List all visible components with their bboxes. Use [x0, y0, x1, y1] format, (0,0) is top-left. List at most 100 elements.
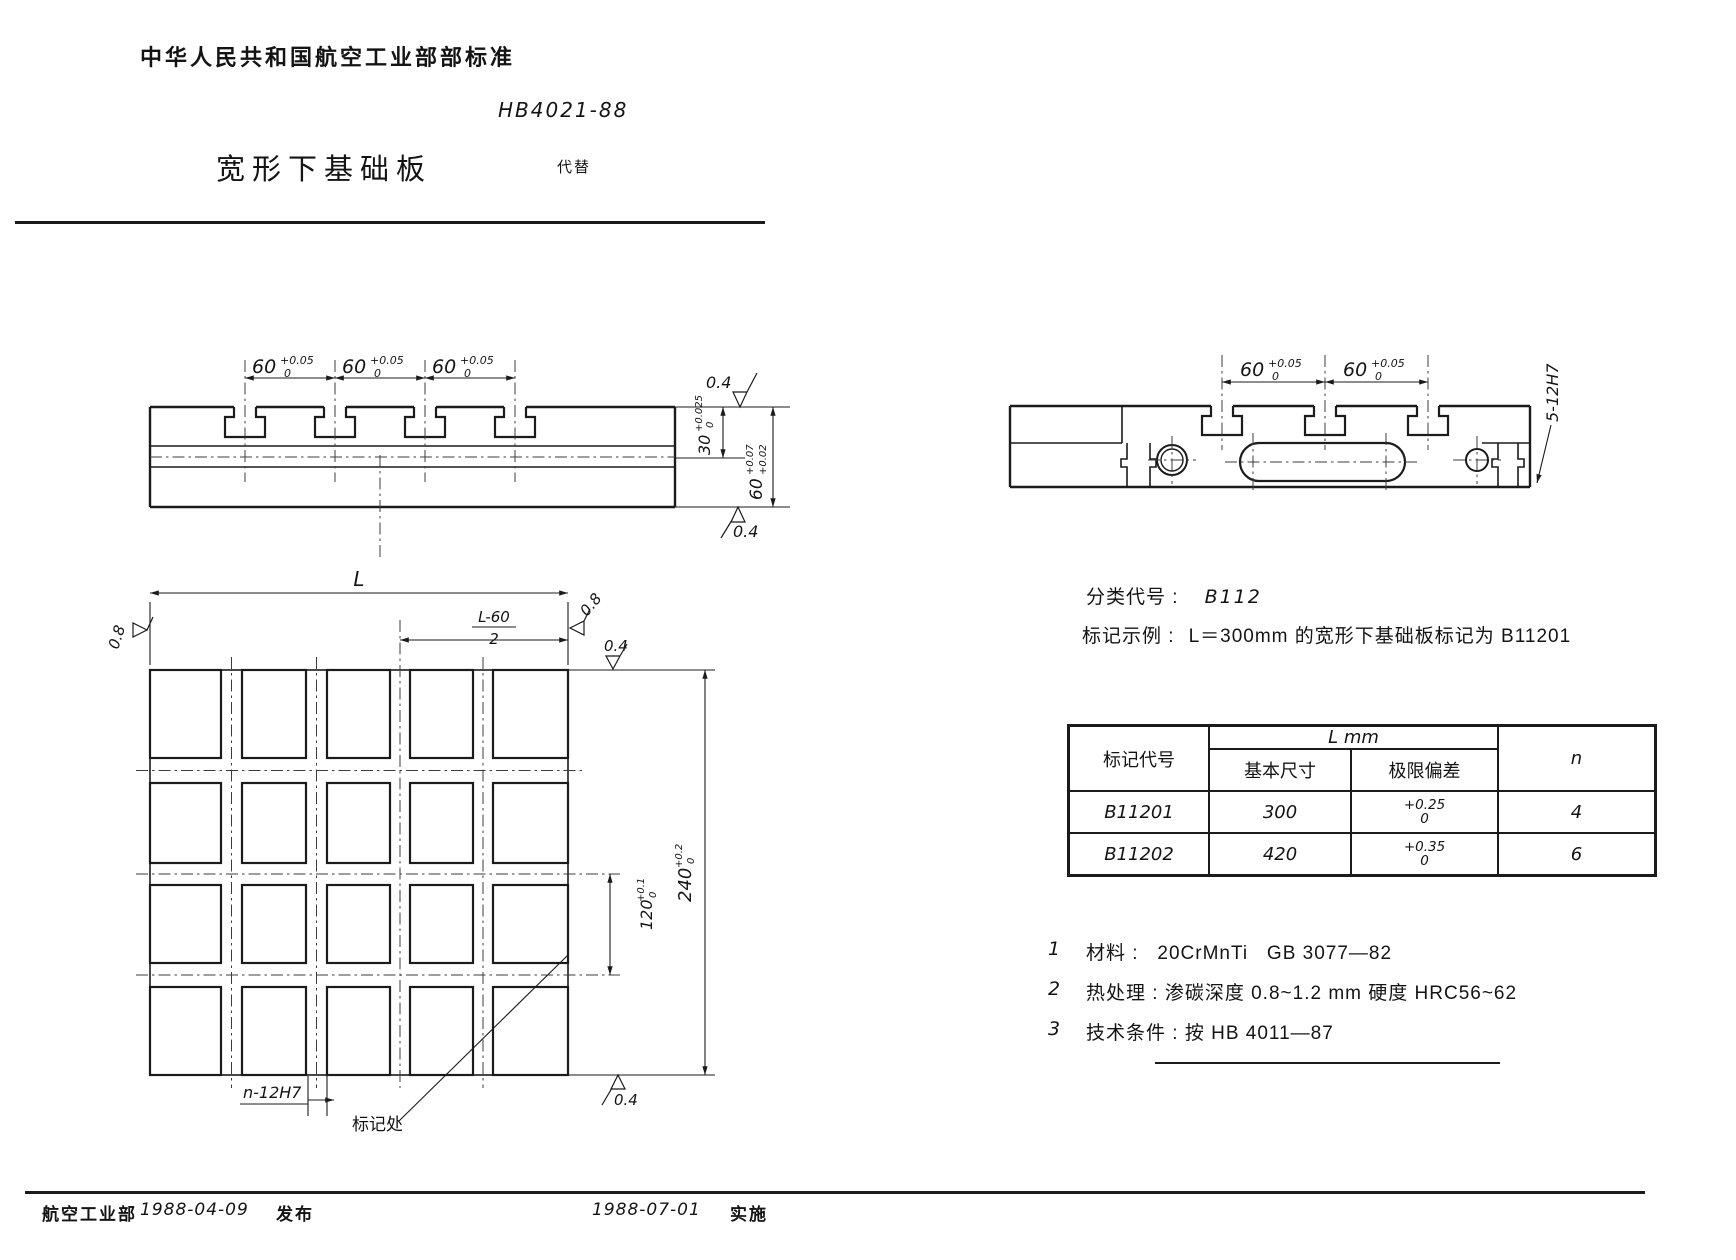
tol-upper: +0.35 [1403, 838, 1446, 855]
cell-code: B11202 [1067, 832, 1210, 877]
dim-upper-tol: +0.025 [694, 395, 705, 432]
footer-implement-date: 1988-07-01 [592, 1200, 701, 1220]
roughness-triangle-icon [132, 616, 154, 638]
plate-outline [149, 669, 569, 1076]
dim-value: 120 [637, 899, 656, 930]
dimension-lines [149, 590, 715, 1122]
roughness-bottom-symbol: 0.4 [720, 505, 758, 541]
dim-value: 60 [342, 356, 366, 378]
dim-value: 30 [695, 435, 714, 455]
dim-upper-tol: +0.05 [370, 354, 404, 367]
length-dim-label: L [353, 567, 364, 591]
half-length-dim: L-60 2 [472, 608, 516, 648]
note-number: 3 [1048, 1018, 1061, 1040]
notes-block: 1 材料 : 20CrMnTi GB 3077—82 2 热处理 : 渗碳深度 … [1048, 938, 1517, 1058]
dimension-lines [1222, 379, 1552, 484]
centerlines [1221, 355, 1429, 450]
centerlines [136, 620, 620, 1088]
roughness-value: 0.4 [604, 637, 628, 655]
dim-value: 60 [252, 356, 276, 378]
tol-lower: 0 [1420, 853, 1429, 869]
supersedes-label: 代替 [557, 159, 592, 176]
dim-lower-tol: 0 [464, 367, 471, 380]
dim-value: 60 [1343, 359, 1367, 381]
slot-pitch-dim-3: 60 +0.05 0 [432, 354, 494, 380]
dim-value: 60 [1240, 359, 1264, 381]
dim-lower-tol: 0 [284, 367, 291, 380]
roughness-value: 0.8 [576, 590, 605, 620]
roughness-value: 0.4 [706, 373, 731, 392]
dim-value: 240 [675, 868, 696, 902]
roughness-value: 0.4 [614, 1091, 638, 1109]
dim-lower-tol: 0 [686, 858, 697, 864]
cell-n: 4 [1497, 790, 1657, 834]
dim-upper-tol: +0.1 [636, 878, 647, 902]
dim-value: 60 [747, 478, 767, 500]
plan-view-drawing: L L-60 2 0.8 0.8 0.4 0.4 240 +0.2 0 120 [105, 567, 715, 1135]
footer-issue-label: 发布 [276, 1205, 314, 1224]
dim-upper-tol: +0.07 [745, 444, 756, 475]
classification-value: B112 [1204, 586, 1262, 608]
table-header-L: L mm [1208, 724, 1499, 750]
note-text: 技术条件 : 按 HB 4011—87 [1086, 1023, 1334, 1044]
hole-circle [1465, 448, 1489, 472]
table-header-basic: 基本尺寸 [1208, 748, 1352, 792]
dimension-lines [245, 375, 790, 508]
standard-code: HB4021-88 [498, 98, 629, 122]
page-title: 宽形下基础板 [216, 154, 433, 186]
roughness-triangle-icon [732, 372, 758, 409]
table-header-tolerance: 极限偏差 [1350, 748, 1499, 792]
classification-label: 分类代号 : [1086, 587, 1179, 608]
roughness-right-symbol: 0.8 [568, 590, 605, 636]
width-dim: 240 +0.2 0 [674, 844, 697, 902]
note-number: 1 [1048, 938, 1061, 960]
fraction-numerator: L-60 [478, 608, 510, 626]
dim-lower-tol: +0.02 [758, 444, 769, 475]
standard-org-title: 中华人民共和国航空工业部部标准 [140, 45, 516, 70]
holes-count-label: 5-12H7 [1543, 363, 1562, 422]
cell-basic: 300 [1208, 790, 1352, 834]
holes-and-slot [1148, 433, 1501, 491]
dim-upper-tol: +0.05 [280, 354, 314, 367]
note-item: 3 技术条件 : 按 HB 4011—87 [1048, 1018, 1517, 1045]
note-number: 2 [1048, 978, 1061, 1000]
tol-lower: 0 [1420, 811, 1429, 827]
marking-example-row: 标记示例 :L＝300mm 的宽形下基础板标记为 B11201 [1082, 621, 1571, 648]
roughness-value: 0.8 [105, 623, 129, 651]
dim-upper-tol: +0.05 [1371, 357, 1405, 370]
roughness-value: 0.4 [733, 522, 758, 541]
plate-outline [148, 405, 677, 509]
dim-value: 60 [432, 356, 456, 378]
pitch-dim: 120 +0.1 0 [636, 878, 659, 930]
roughness-top-symbol: 0.4 [706, 372, 758, 409]
note-item: 2 热处理 : 渗碳深度 0.8~1.2 mm 硬度 HRC56~62 [1048, 978, 1517, 1005]
slot-pitch-dim-1: 60 +0.05 0 [1240, 357, 1302, 383]
roughness-triangle-icon [604, 643, 628, 671]
plate-outline [1008, 404, 1532, 489]
roughness-bottom-symbol: 0.4 [601, 1073, 638, 1109]
dim-upper-tol: +0.2 [674, 844, 685, 868]
tol-upper: +0.25 [1403, 796, 1446, 813]
dim-upper-tol: +0.05 [1268, 357, 1302, 370]
note-text: 材料 : 20CrMnTi GB 3077—82 [1086, 943, 1393, 964]
note-text: 热处理 : 渗碳深度 0.8~1.2 mm 硬度 HRC56~62 [1086, 983, 1518, 1004]
slot-pitch-dim-1: 60 +0.05 0 [252, 354, 314, 380]
footer-implement-label: 实施 [730, 1205, 768, 1224]
plan-grid-squares [148, 668, 570, 1077]
signature-line [1155, 1062, 1500, 1064]
dim-lower-tol: 0 [1272, 370, 1279, 383]
footer-issuer: 航空工业部 [42, 1205, 137, 1224]
roughness-triangle-icon [568, 608, 591, 636]
slots-count-label: n-12H7 [243, 1083, 302, 1102]
depth-dim: 30 +0.025 0 [694, 395, 716, 455]
header-rule [15, 221, 765, 224]
table-header-n: n [1497, 724, 1657, 792]
holes-label-text: 5-12H7 [1543, 363, 1562, 422]
roughness-left-symbol: 0.8 [105, 616, 154, 651]
hole-inner-circle [1160, 448, 1184, 472]
